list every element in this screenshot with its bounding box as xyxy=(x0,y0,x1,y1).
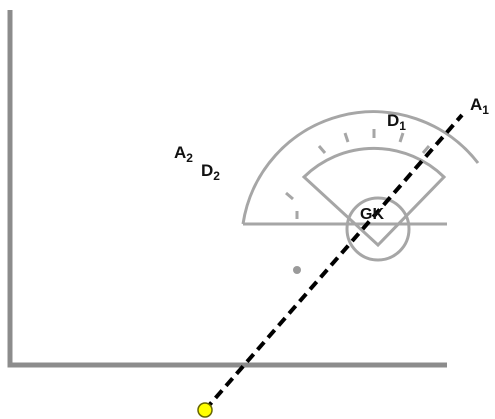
label-d1: D1 xyxy=(387,111,406,133)
inner-sector xyxy=(301,146,447,248)
axes-frame xyxy=(7,10,447,368)
label-a1: A1 xyxy=(470,95,489,117)
label-gk: GK xyxy=(360,206,384,223)
yellow-point xyxy=(197,402,213,418)
gk-circle xyxy=(345,196,411,262)
label-d2: D2 xyxy=(201,161,220,183)
small-dot xyxy=(293,266,301,274)
outer-arc xyxy=(241,110,480,225)
left-ticks xyxy=(285,191,299,219)
inner-arc-ticks xyxy=(317,129,431,154)
dashed-trajectory-line xyxy=(203,113,464,412)
label-a2: A2 xyxy=(174,143,193,165)
